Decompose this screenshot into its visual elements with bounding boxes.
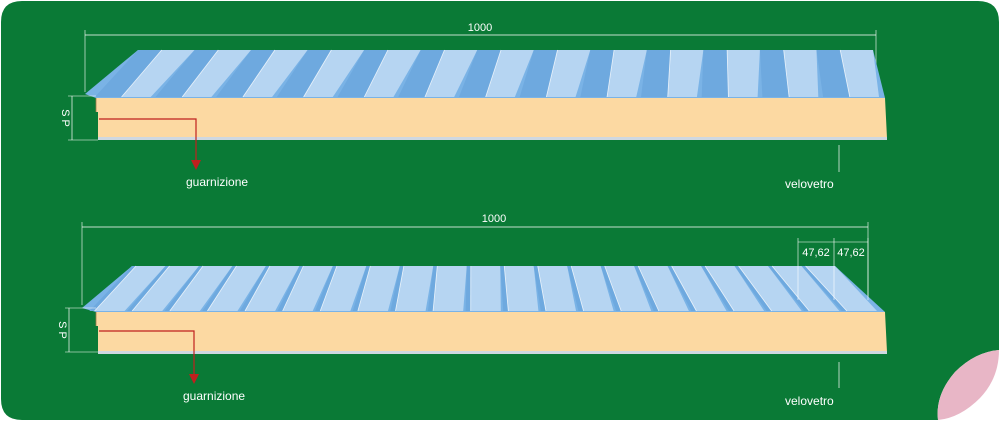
width-label-2: 1000	[482, 213, 506, 225]
thickness-label-2: S P	[56, 321, 68, 339]
rib-face	[504, 266, 538, 311]
bottom-sheet-1	[98, 137, 887, 140]
rib-face	[784, 50, 819, 97]
rib-face	[471, 266, 501, 311]
rib-side	[702, 50, 729, 97]
pitch-label-1: 47,62	[802, 247, 830, 259]
foam-core-2	[96, 312, 887, 352]
rib-face	[727, 50, 760, 97]
foam-core-1	[96, 98, 887, 138]
pitch-label-2: 47,62	[837, 247, 865, 259]
gasket-label-2: guarnizione	[183, 389, 245, 403]
veil-label-2: velovetro	[785, 394, 834, 408]
width-label-1: 1000	[468, 22, 492, 34]
thickness-label-1: S P	[59, 109, 71, 127]
gasket-label-1: guarnizione	[186, 175, 248, 189]
rib-face	[433, 266, 467, 311]
veil-label-1: velovetro	[785, 177, 834, 191]
rib-group-2	[89, 266, 877, 311]
bottom-sheet-2	[98, 351, 887, 354]
